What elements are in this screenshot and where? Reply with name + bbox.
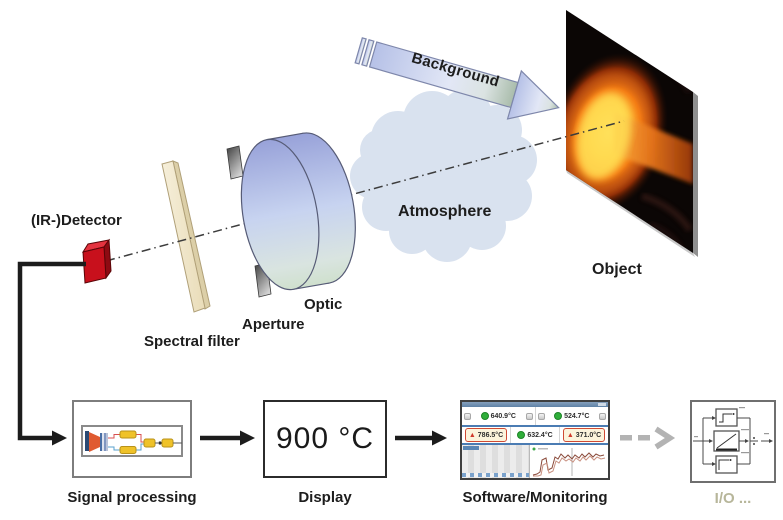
software-titlebar (462, 402, 608, 407)
reading-cell: 640.9°C (462, 407, 535, 425)
red-triangle-warning-icon: ▲ (566, 431, 574, 439)
flow-arrow-signal-to-display (200, 430, 255, 446)
reading-cell: ▲ 786.5°C (462, 427, 510, 443)
display-temperature-value: 900 °C (275, 422, 375, 455)
io-label: I/O ... (714, 490, 752, 507)
aperture-top-shape (226, 145, 244, 180)
reading-cell: 632.4°C (510, 427, 559, 443)
green-dot-icon (480, 412, 489, 420)
temperature-value: 524.7°C (564, 412, 590, 420)
separator (462, 425, 608, 427)
spectral-filter-shape (161, 160, 211, 313)
atmosphere-cloud (350, 89, 537, 262)
spectral-filter-label: Spectral filter (144, 333, 240, 350)
reading-cell: ▲ 371.0°C (559, 427, 608, 443)
optical-axis-line (105, 120, 625, 262)
software-monitoring-label: Software/Monitoring (462, 489, 608, 506)
flow-arrow-dashed-to-io (620, 426, 676, 450)
software-monitor-box: 640.9°C 524.7°C ▲ 786.5°C 632.4°C (460, 400, 610, 480)
signal-processing-label: Signal processing (67, 489, 197, 506)
reading-cell: 524.7°C (534, 407, 609, 425)
temperature-value: 632.4°C (527, 431, 553, 439)
alarm-pill: ▲ 371.0°C (562, 428, 606, 442)
optic-label: Optic (304, 296, 343, 313)
io-block-diagram-icon (693, 407, 773, 474)
green-dot-icon (517, 431, 526, 439)
gauge-icon (525, 412, 533, 420)
flow-arrowhead (52, 430, 67, 446)
background-arrow (354, 37, 560, 120)
object-label: Object (592, 261, 642, 278)
detector-shape (81, 238, 112, 284)
data-table-panel (462, 445, 530, 478)
temperature-value: 371.0°C (575, 431, 602, 439)
separator (462, 443, 608, 445)
io-box (690, 400, 776, 483)
temperature-value: 640.9°C (490, 412, 516, 420)
gauge-icon (464, 412, 471, 420)
trend-chart-panel (530, 445, 608, 478)
aperture-label: Aperture (242, 316, 305, 333)
gauge-icon (537, 412, 545, 420)
signal-processing-circuit-icon (81, 425, 183, 457)
detector-label: (IR-)Detector (31, 212, 122, 229)
detector-connector-line (17, 261, 86, 446)
display-box: 900 °C (263, 400, 387, 478)
gauge-icon (599, 412, 606, 420)
software-reading-row-2: ▲ 786.5°C 632.4°C ▲ 371.0°C (462, 427, 608, 443)
optic-lens-shape (240, 132, 356, 291)
temperature-value: 786.5°C (477, 431, 504, 439)
object-photo (566, 10, 698, 257)
alarm-pill: ▲ 786.5°C (464, 428, 508, 442)
signal-processing-box (72, 400, 192, 478)
software-reading-row-1: 640.9°C 524.7°C (462, 407, 608, 425)
red-triangle-warning-icon: ▲ (468, 431, 476, 439)
green-dot-icon (554, 412, 563, 420)
flow-arrow-display-to-software (395, 430, 447, 446)
display-label: Display (298, 489, 352, 506)
atmosphere-label: Atmosphere (398, 203, 492, 220)
